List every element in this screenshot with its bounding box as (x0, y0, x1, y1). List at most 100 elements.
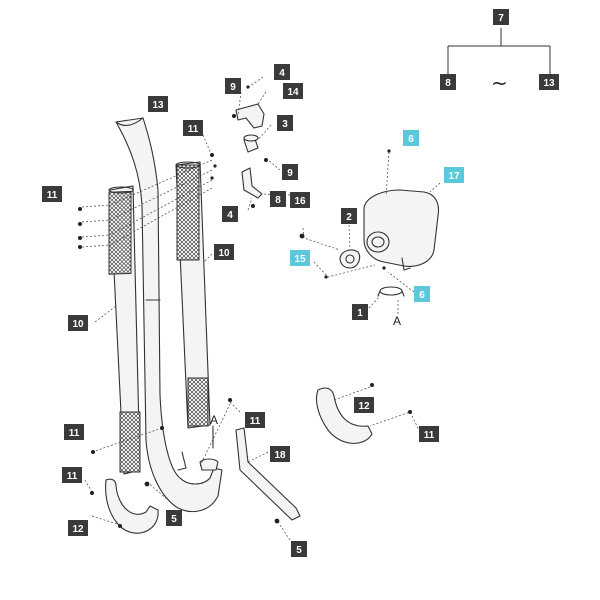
callout-box (444, 167, 464, 183)
callout-box (274, 64, 290, 80)
callout-box (225, 78, 241, 94)
callout-number: 4 (227, 210, 233, 221)
range-legend: ~ (447, 28, 551, 95)
legend-callouts: 7 8 13 (440, 9, 559, 90)
callout-13: 13 (148, 96, 168, 112)
callout-11-a: 11 (183, 120, 203, 136)
reference-letter-a-muffler: A (393, 314, 401, 328)
callout-number: 17 (448, 171, 460, 182)
callout-6-b: 6 (414, 286, 430, 302)
callout-box (270, 446, 290, 462)
callout-box (62, 467, 82, 483)
rubber-mount-3 (243, 134, 259, 153)
callout-number: 1 (357, 308, 363, 319)
callout-box (403, 130, 419, 146)
callout-number: 10 (72, 319, 84, 330)
callout-number: 16 (294, 196, 306, 207)
callout-10-a: 10 (214, 244, 234, 260)
callout-7: 7 (498, 13, 504, 24)
callout-box (290, 192, 310, 208)
callout-number: 12 (72, 524, 84, 535)
callout-12-b: 12 (68, 520, 88, 536)
callout-number: 13 (152, 100, 164, 111)
callout-11-b: 11 (42, 186, 62, 202)
callout-14: 14 (283, 83, 303, 99)
callout-17: 17 (444, 167, 464, 183)
callout-2: 2 (341, 208, 357, 224)
callout-box (166, 510, 182, 526)
callout-13-legend: 13 (543, 78, 555, 89)
heat-shield-12-left (105, 478, 159, 534)
callout-9-top: 9 (225, 78, 241, 94)
callout-number: 11 (67, 471, 78, 482)
callout-box (414, 286, 430, 302)
callout-box (282, 164, 298, 180)
callout-11-e: 11 (245, 412, 265, 428)
callout-number: 12 (358, 401, 370, 412)
callout-number: 3 (282, 119, 288, 130)
muffler-17 (363, 189, 440, 271)
callout-box (290, 250, 310, 266)
reference-letter-a-pipe: A (210, 413, 218, 427)
callout-number: 10 (218, 248, 230, 259)
callout-number: 18 (274, 450, 286, 461)
leader-lines (81, 76, 441, 541)
callout-number: 11 (69, 428, 80, 439)
bracket-14 (235, 103, 265, 129)
callout-box (222, 206, 238, 222)
gasket-2 (339, 249, 361, 269)
callout-box (68, 520, 88, 536)
legend-tilde: ~ (491, 71, 508, 95)
callout-18: 18 (270, 446, 290, 462)
callout-12-a: 12 (354, 397, 374, 413)
callout-1: 1 (352, 304, 368, 320)
callout-box (270, 191, 286, 207)
callout-number: 11 (188, 124, 199, 135)
callout-15: 15 (290, 250, 310, 266)
callout-3: 3 (277, 115, 293, 131)
callout-number: 14 (287, 87, 299, 98)
bracket-8 (241, 167, 263, 199)
callout-number: 5 (171, 514, 177, 525)
heat-shield-12-right (315, 387, 373, 444)
callout-number: 9 (287, 168, 293, 179)
callout-box (245, 412, 265, 428)
callout-number: 6 (419, 290, 425, 301)
callout-number: 15 (294, 254, 306, 265)
callout-box (68, 315, 88, 331)
callout-labels: 4 9 14 13 3 11 9 11 8 4 16 2 10 15 6 17 6 1 10 12 11 11 11 18 11… (42, 64, 464, 557)
callout-box (214, 244, 234, 260)
callout-number: 11 (250, 416, 261, 427)
callout-8: 8 (445, 78, 451, 89)
callout-number: 5 (296, 545, 302, 556)
pipe-10-left (108, 185, 141, 475)
callout-11-c: 11 (419, 426, 439, 442)
callout-number: 4 (279, 68, 285, 79)
clamp-1 (377, 286, 405, 297)
callout-box (183, 120, 203, 136)
callout-box (283, 83, 303, 99)
callout-box (352, 304, 368, 320)
callout-11-f: 11 (62, 467, 82, 483)
callout-4-mid: 4 (222, 206, 238, 222)
pipe-10-middle (175, 161, 211, 429)
callout-box (277, 115, 293, 131)
callout-box (419, 426, 439, 442)
callout-10-b: 10 (68, 315, 88, 331)
callout-11-d: 11 (64, 424, 84, 440)
callout-number: 11 (47, 190, 58, 201)
callout-box (354, 397, 374, 413)
callout-6-a: 6 (403, 130, 419, 146)
callout-box (42, 186, 62, 202)
legend-bracket (447, 28, 551, 74)
callout-16: 16 (290, 192, 310, 208)
callout-number: 2 (346, 212, 352, 223)
callout-box (64, 424, 84, 440)
callout-5-a: 5 (166, 510, 182, 526)
fasteners (78, 85, 412, 528)
callout-number: 9 (230, 82, 236, 93)
callout-box (341, 208, 357, 224)
support-bracket-18 (177, 427, 301, 521)
callout-8: 8 (270, 191, 286, 207)
